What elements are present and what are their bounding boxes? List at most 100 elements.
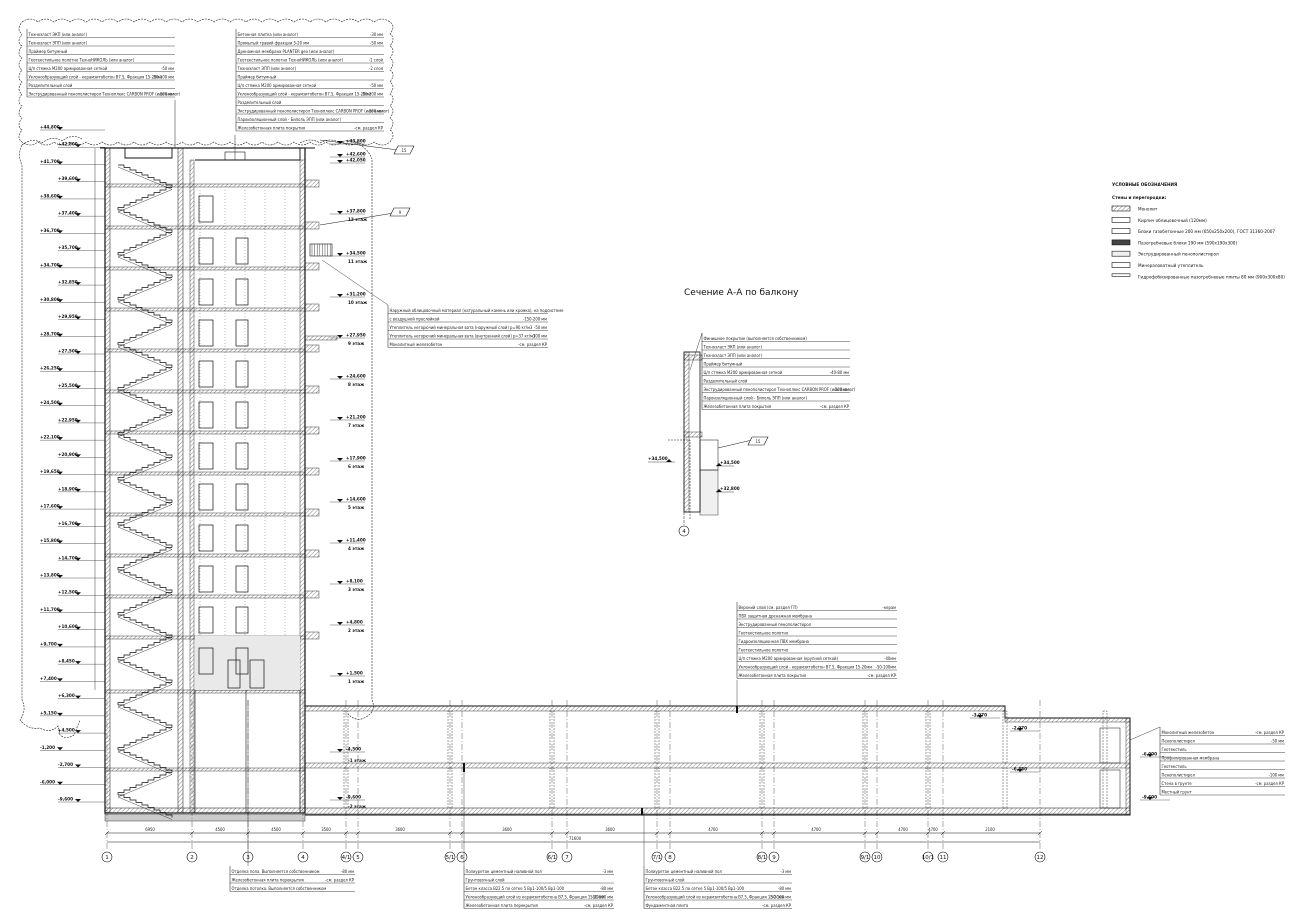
legend-swatch xyxy=(1111,205,1131,212)
elevation-label: +44,800 xyxy=(40,125,60,130)
dimension-value: 2100 xyxy=(985,827,995,832)
retaining-wall-line: Профилированная мембрана xyxy=(1162,755,1220,760)
elevation-marker xyxy=(337,154,343,157)
legend: УСЛОВНЫЕ ОБОЗНАЧЕНИЯ Стены и перегородки… xyxy=(1111,182,1285,279)
elevation-marker xyxy=(337,622,343,625)
parking-roof-value: -керам xyxy=(883,605,897,610)
floor-label: -1 этаж xyxy=(348,758,367,763)
floor-label: 1 этаж xyxy=(348,679,365,684)
elevation-marker xyxy=(75,557,81,561)
parking-roof-line: ПВХ защитная дренажная мембрана xyxy=(739,613,812,618)
roof-right-line: Техноэласт ЭПП (или аналог) xyxy=(237,66,297,71)
dimension-value: 3500 xyxy=(321,827,331,832)
stair-flight xyxy=(117,547,172,570)
axis-label: 10 xyxy=(874,855,881,861)
stair-flight xyxy=(118,479,173,503)
floor-slab xyxy=(104,767,306,772)
elevation-marker xyxy=(1017,769,1023,772)
balcony-line: Железобетонная плита покрытия xyxy=(704,404,772,409)
legend-swatch xyxy=(1111,250,1131,257)
facade-line: Наружный облицовочный материал (натураль… xyxy=(390,308,565,313)
elevation-label: -9,600 xyxy=(346,795,361,800)
svg-text:+34,500: +34,500 xyxy=(648,456,668,461)
roof-right-line: Уклонообразующий слой - керамзитобетон В… xyxy=(238,91,372,96)
elevation-marker xyxy=(75,730,81,734)
floor-3-value: -3 мм xyxy=(780,869,791,874)
facade-line: Утеплитель негорючий минеральная вата (в… xyxy=(390,333,536,338)
stair-flight xyxy=(118,299,173,323)
stair-flight xyxy=(117,277,172,300)
dimension-value: 4700 xyxy=(811,827,821,832)
elevation-label: +9,700 xyxy=(40,641,57,646)
floor-1-line: Отделка потолка. Выполняется собственник… xyxy=(232,886,327,891)
door xyxy=(198,195,214,223)
roof-right-value: -2 слоя xyxy=(369,66,383,71)
axis-label: 5/1 xyxy=(446,855,455,861)
balcony-value: -200 мм xyxy=(834,387,850,392)
elevation-label: +27,950 xyxy=(346,333,366,338)
elevation-label: +10,600 xyxy=(58,624,78,629)
elevation-label: +27,500 xyxy=(58,349,78,354)
floor-3-line: Бетон класса B22.5 по сетке 5 Вр1-100/5 … xyxy=(646,886,745,891)
elevation-label: +6,300 xyxy=(58,693,75,698)
elevation-marker xyxy=(75,144,81,148)
door xyxy=(198,442,214,470)
stair-flights xyxy=(117,164,173,820)
elevation-marker xyxy=(57,264,63,268)
axis-label: 4/1 xyxy=(342,855,351,861)
roof-layers-left: Техноэласт ЭКП (или аналог)Техноэласт ЭП… xyxy=(26,29,181,98)
elevation-label: +7,400 xyxy=(40,676,57,681)
facade-line: Утеплитель негорючий минеральная вата (н… xyxy=(390,325,533,330)
dimension-value: 3600 xyxy=(502,827,512,832)
retaining-wall-value: -50 мм xyxy=(1271,738,1284,743)
door xyxy=(198,360,214,388)
elevation-label: +29,950 xyxy=(58,314,78,319)
elevation-marker xyxy=(75,419,81,423)
roof-left-value: -50-100 мм xyxy=(152,74,174,79)
elevation-marker xyxy=(57,402,63,406)
legend-title: УСЛОВНЫЕ ОБОЗНАЧЕНИЯ xyxy=(1112,182,1177,187)
floor-1-value: -80 мм xyxy=(341,869,354,874)
balconies xyxy=(304,179,338,640)
axis-label: 11 xyxy=(940,855,947,861)
roof-left-line: Экструдированный пенополистирол Технопле… xyxy=(29,91,181,96)
right-elevation-marks: +43,800+42,600+42,050+37,800+34,500+31,2… xyxy=(330,139,368,809)
roof-left-line: Праймер битумный xyxy=(29,49,68,54)
legend-swatch xyxy=(1111,217,1131,223)
elevation-label: +13,800 xyxy=(40,573,60,578)
svg-text:+34,500: +34,500 xyxy=(720,460,740,465)
elevation-label: +32,850 xyxy=(58,280,78,285)
roof-right-line: Разделительный слой xyxy=(238,100,282,105)
roof-right-line: Праймер битумный xyxy=(238,74,277,79)
marker-tag-9: 9 xyxy=(319,207,411,226)
elevation-label: +4,500 xyxy=(58,728,75,733)
elevation-marker xyxy=(57,299,63,303)
elevation-marker xyxy=(337,581,343,584)
tower-cloud-outline xyxy=(19,144,374,738)
door xyxy=(235,647,249,675)
axis-label: 7/1 xyxy=(653,855,662,861)
stair-flight xyxy=(117,682,172,705)
door xyxy=(235,401,249,429)
legend-label: Гидрофобизированные пазогребневые плиты … xyxy=(1138,274,1285,279)
floor-3-value: -см. раздел КР xyxy=(762,903,792,908)
dimension-value: 4500 xyxy=(271,827,281,832)
parking-roof-line: Геотекстильное полотно xyxy=(739,647,789,652)
elevation-marker xyxy=(75,695,81,699)
roof-right-line: Бетонная плитка (или аналог) xyxy=(238,32,299,37)
stair-flight xyxy=(117,592,172,615)
stair-flight xyxy=(118,164,173,188)
stair-flight xyxy=(117,457,172,480)
elevation-marker xyxy=(75,764,81,768)
retaining-wall-line: Стена в грунте xyxy=(1162,781,1193,786)
stair-flight xyxy=(118,614,173,638)
elevation-label: +22,100 xyxy=(40,435,60,440)
legend-label: Кирпич облицовочный (120мм) xyxy=(1138,218,1207,223)
balcony-line: Праймер битумный xyxy=(704,361,743,366)
axis-label: 2 xyxy=(190,855,194,861)
floor-slab xyxy=(104,266,306,271)
dimension-value: 4700 xyxy=(708,827,718,832)
elevation-label: +35,700 xyxy=(58,245,78,250)
door xyxy=(235,483,249,511)
